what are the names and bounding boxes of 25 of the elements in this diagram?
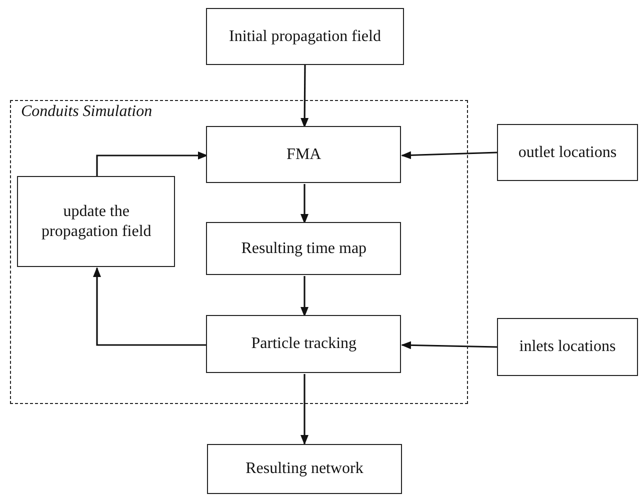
box-label: Resulting time map — [241, 238, 367, 259]
process-box — [497, 318, 638, 376]
arrow — [300, 184, 308, 224]
process-box — [497, 124, 638, 181]
box-label: update the propagation field — [40, 202, 152, 242]
arrow — [300, 276, 308, 317]
box-label: outlet locations — [518, 142, 617, 162]
process-box — [206, 315, 402, 374]
arrow — [93, 267, 207, 346]
box-label: Initial propagation field — [229, 26, 381, 46]
arrow — [300, 65, 309, 128]
group-title: Conduits Simulation — [21, 103, 152, 121]
box-label: FMA — [286, 144, 322, 165]
process-box — [206, 126, 402, 184]
process-box — [206, 222, 402, 276]
process-box — [17, 176, 176, 268]
process-box — [207, 444, 402, 494]
group-frame — [10, 100, 468, 404]
box-label: Particle tracking — [251, 334, 357, 354]
arrow — [300, 374, 308, 445]
arrow — [401, 151, 498, 160]
box-label: Resulting network — [246, 459, 364, 479]
box-label: inlets locations — [519, 337, 616, 357]
process-box — [206, 8, 404, 65]
arrow — [96, 152, 208, 177]
